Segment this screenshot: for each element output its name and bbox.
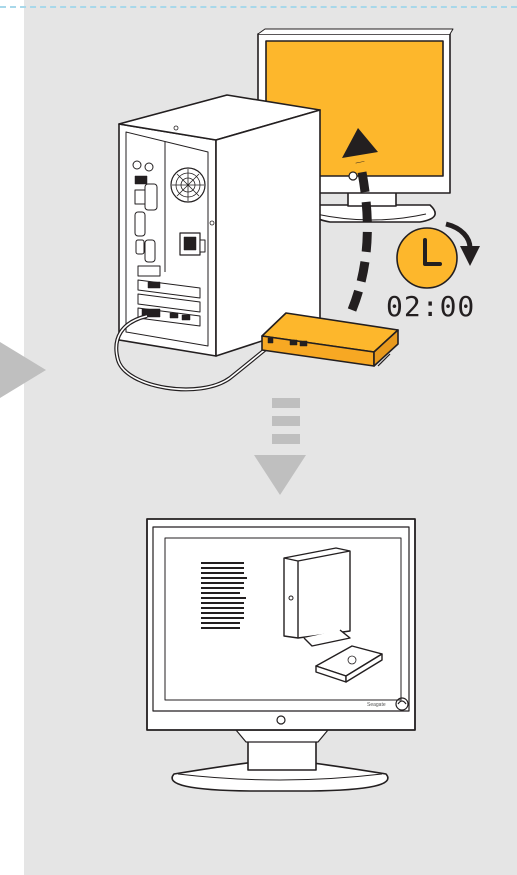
desktop-drive-icon [284,548,350,646]
countdown-timer: 02:00 [386,290,475,323]
clock-icon [397,224,480,288]
screen-brand-label: Seagate [367,702,386,708]
external-drive-icon [262,313,398,366]
down-arrow-icon [254,398,306,495]
play-arrow-icon [0,342,46,398]
